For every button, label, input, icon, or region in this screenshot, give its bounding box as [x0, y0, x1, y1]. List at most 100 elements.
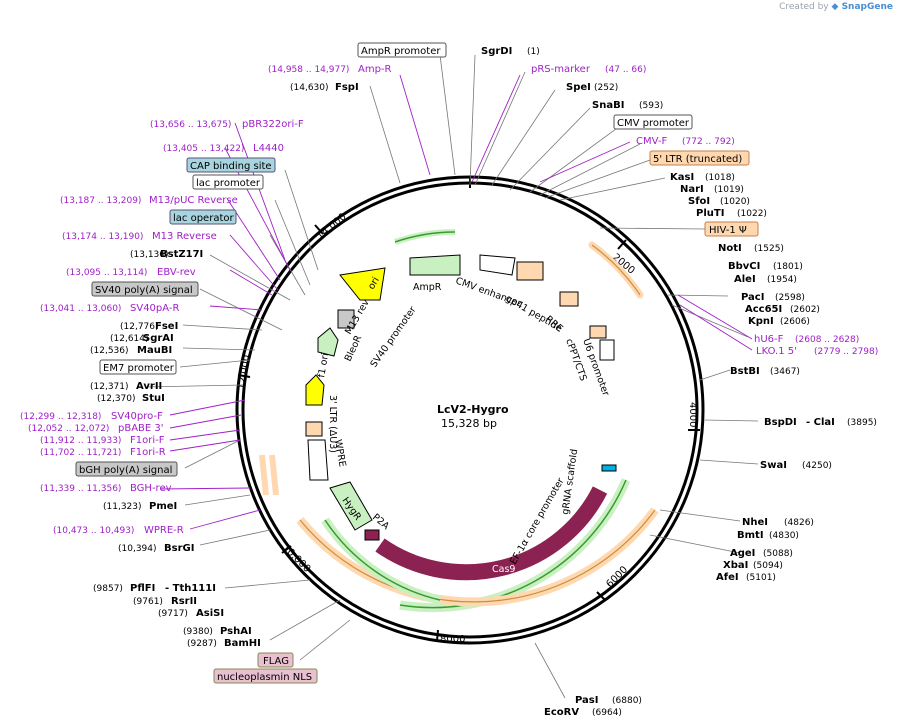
site-sgrdi[interactable]: SgrDI: [481, 46, 512, 57]
cmv-promoter-box[interactable]: [613, 114, 693, 130]
lac-promoter-box[interactable]: [192, 174, 264, 190]
primer-pbr322ori[interactable]: pBR322ori-F: [242, 119, 304, 130]
hiv-psi-box[interactable]: [704, 221, 759, 237]
em7-promoter-box[interactable]: [99, 359, 177, 375]
hiv-psi-label: HIV-1 Ψ: [709, 225, 747, 236]
site-bsrgi[interactable]: BsrGI: [164, 543, 194, 554]
nls-box[interactable]: [213, 668, 318, 684]
site-pshai[interactable]: PshAI: [220, 626, 252, 637]
site-xbai[interactable]: XbaI: [723, 560, 748, 571]
site-bstz17i[interactable]: BstZ17I: [160, 249, 203, 260]
site-spei[interactable]: SpeI: [566, 82, 591, 93]
left-labels: AmpR promoter (14,958 .. 14,977) Amp-R (…: [20, 42, 447, 684]
site-pmei[interactable]: PmeI: [149, 501, 177, 512]
site-pflfi[interactable]: PflFI: [130, 583, 155, 594]
tick-label-4000: 4000: [687, 402, 698, 427]
site-alei[interactable]: AleI: [734, 274, 756, 285]
site-acc65i-pos: (2602): [790, 305, 820, 315]
u6-block: [599, 339, 615, 361]
primer-amp-r-pos: (14,958 .. 14,977): [268, 65, 349, 75]
primer-f1ori-r-pos: (11,702 .. 11,721): [40, 448, 121, 458]
primer-m13puc-pos: (13,187 .. 13,209): [60, 196, 141, 206]
tick-label-6000: 6000: [604, 564, 630, 590]
primer-sv40pa-r[interactable]: SV40pA-R: [130, 303, 179, 314]
cap-binding-box[interactable]: [186, 157, 276, 173]
ampr-label: AmpR: [413, 282, 442, 293]
primer-m13rev[interactable]: M13 Reverse: [152, 231, 217, 242]
ltr5-box[interactable]: [649, 150, 750, 166]
snapgene-credit: Created by ◆ SnapGene: [779, 2, 893, 12]
site-pmei-pos: (11,323): [103, 502, 142, 512]
site-pluti[interactable]: PluTI: [696, 208, 724, 219]
site-bamhi[interactable]: BamHI: [224, 638, 261, 649]
site-swai[interactable]: SwaI: [760, 460, 787, 471]
site-kasi[interactable]: KasI: [670, 172, 694, 183]
site-kpni[interactable]: KpnI: [748, 316, 774, 327]
site-snabi[interactable]: SnaBI: [592, 100, 624, 111]
site-nhei-pos: (4826): [784, 518, 814, 528]
sv40-polya-box[interactable]: [91, 281, 199, 297]
site-asisi[interactable]: AsiSI: [196, 608, 224, 619]
primer-m13puc[interactable]: M13/pUC Reverse: [149, 195, 238, 206]
site-bspdi-pos: (3895): [847, 418, 877, 428]
primer-wpre-r[interactable]: WPRE-R: [144, 525, 184, 536]
site-bbvci[interactable]: BbvCI: [728, 261, 760, 272]
ampr-promoter-box[interactable]: [357, 42, 447, 58]
green-arc-ampr-line: [394, 231, 456, 243]
primer-bgh-rev[interactable]: BGH-rev: [130, 483, 172, 494]
cmv-enhancer-feature: [479, 254, 516, 276]
site-noti[interactable]: NotI: [718, 243, 742, 254]
site-rsrii[interactable]: RsrII: [171, 596, 197, 607]
primer-sv40pa-r-pos: (13,041 .. 13,060): [40, 304, 121, 314]
site-sfoi[interactable]: SfoI: [688, 196, 710, 207]
rre-block: [559, 291, 579, 307]
site-acc65i[interactable]: Acc65I: [745, 304, 782, 315]
site-sgrai-pos: (12,614): [110, 334, 149, 344]
f1ori-feature: [305, 374, 325, 406]
primer-leader-lines: [159, 74, 753, 530]
plasmid-name: LcV2-Hygro: [437, 403, 509, 416]
site-rsrii-pos: (9761): [133, 597, 163, 607]
site-ecorv[interactable]: EcoRV: [544, 707, 579, 718]
primer-lko1[interactable]: LKO.1 5': [756, 346, 797, 357]
orange-arrow-left-1: [259, 454, 269, 496]
site-bstbi[interactable]: BstBI: [730, 366, 760, 377]
hygr-feature: [329, 481, 373, 531]
primer-cmv-f[interactable]: CMV-F: [636, 136, 667, 147]
primer-ebv-rev[interactable]: EBV-rev: [157, 267, 196, 278]
site-avrii[interactable]: AvrII: [136, 381, 162, 392]
site-tth111i[interactable]: - Tth111I: [165, 583, 216, 594]
site-bspdi[interactable]: BspDI: [764, 417, 797, 428]
site-pluti-pos: (1022): [737, 209, 767, 219]
bgh-polya-box[interactable]: [75, 461, 178, 477]
site-afei[interactable]: AfeI: [716, 572, 739, 583]
site-clai[interactable]: - ClaI: [806, 417, 835, 428]
primer-amp-r[interactable]: Amp-R: [358, 64, 392, 75]
site-afei-pos: (5101): [746, 573, 776, 583]
site-sgrai[interactable]: SgrAI: [143, 333, 174, 344]
bleor-label: BleoR: [343, 333, 365, 363]
primer-f1ori-r[interactable]: F1ori-R: [130, 447, 166, 458]
site-fsei[interactable]: FseI: [155, 321, 178, 332]
site-bmti[interactable]: BmtI: [737, 530, 764, 541]
credit-brand: SnapGene: [841, 2, 893, 12]
primer-pbabe3[interactable]: pBABE 3': [118, 423, 164, 434]
site-paci[interactable]: PacI: [741, 292, 764, 303]
primer-prs-marker[interactable]: pRS-marker: [531, 64, 591, 75]
site-agei[interactable]: AgeI: [730, 548, 755, 559]
flag-box[interactable]: [257, 652, 294, 668]
primer-l4440[interactable]: L4440: [253, 143, 284, 154]
site-asisi-pos: (9717): [158, 609, 188, 619]
site-pasi[interactable]: PasI: [575, 695, 598, 706]
site-nhei[interactable]: NheI: [742, 517, 768, 528]
site-nari[interactable]: NarI: [680, 184, 704, 195]
primer-f1ori-f[interactable]: F1ori-F: [130, 435, 165, 446]
site-maubi[interactable]: MauBI: [137, 345, 172, 356]
primer-hu6-f[interactable]: hU6-F: [754, 334, 784, 345]
site-stui[interactable]: StuI: [142, 393, 165, 404]
primer-sv40pro-f[interactable]: SV40pro-F: [111, 411, 163, 422]
lac-operator-box[interactable]: [169, 209, 237, 225]
site-fspi[interactable]: FspI: [335, 82, 359, 93]
ltr3-label: 3' LTR (ΔU3): [327, 395, 338, 453]
